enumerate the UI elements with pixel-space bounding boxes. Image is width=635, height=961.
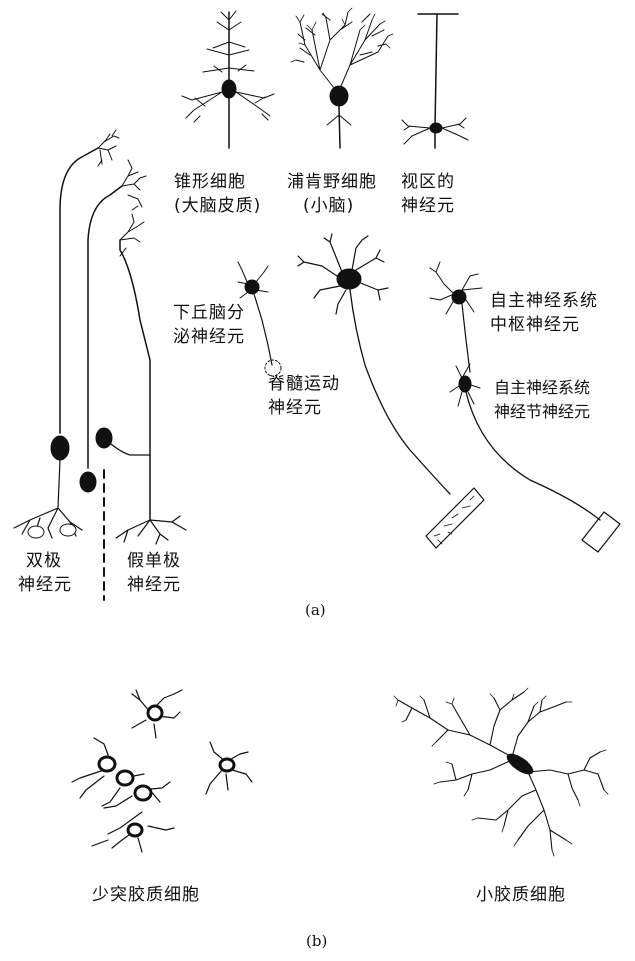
autonomic-central-neuron-drawing (430, 262, 482, 372)
visual-neuron-drawing (402, 14, 468, 148)
label-purkinje-cell: 浦肯野细胞 (小脑) (287, 170, 377, 218)
middle-long-neuron-drawing (80, 160, 146, 492)
label-line: 浦肯野细胞 (287, 170, 377, 194)
pyramidal-cell-drawing (182, 11, 274, 148)
label-autonomic-ganglion-neuron: 自主神经系统 神经节神经元 (494, 376, 590, 424)
label-line: 自主神经系统 (494, 376, 590, 400)
label-hypothalamic-neuron: 下丘脑分 泌神经元 (173, 301, 245, 349)
label-autonomic-central-neuron: 自主神经系统 中枢神经元 (490, 289, 598, 337)
label-pseudo-unipolar-neuron: 假单极 神经元 (127, 549, 181, 597)
oligodendrocyte-drawing (72, 690, 252, 852)
label-pyramidal-cell: 锥形细胞 (大脑皮质) (174, 170, 261, 218)
label-line: 下丘脑分 (173, 301, 245, 325)
label-line: 泌神经元 (173, 325, 245, 349)
label-line: 神经元 (18, 573, 72, 597)
label-line: 自主神经系统 (490, 289, 598, 313)
pseudo-unipolar-neuron-drawing (96, 206, 186, 544)
label-line: 双极 (18, 549, 72, 573)
label-line: 假单极 (127, 549, 181, 573)
label-bipolar-neuron: 双极 神经元 (18, 549, 72, 597)
label-line: 视区的 (401, 170, 455, 194)
microglia-drawing (394, 688, 608, 856)
label-line: 神经节神经元 (494, 400, 590, 424)
purkinje-cell-drawing (291, 8, 393, 148)
caption-a: (a) (305, 601, 326, 619)
label-line: 锥形细胞 (174, 170, 261, 194)
caption-b: (b) (306, 932, 327, 950)
label-line: 神经元 (401, 194, 455, 218)
label-visual-neuron: 视区的 神经元 (401, 170, 455, 218)
label-line: 中枢神经元 (490, 313, 598, 337)
label-line: 神经元 (268, 396, 340, 420)
label-line: 脊髓运动 (268, 372, 340, 396)
label-line: (小脑) (287, 194, 377, 218)
label-oligodendrocyte: 少突胶质细胞 (92, 883, 200, 907)
label-spinal-motor-neuron: 脊髓运动 神经元 (268, 372, 340, 420)
label-microglia: 小胶质细胞 (476, 883, 566, 907)
label-line: 神经元 (127, 573, 181, 597)
label-line: (大脑皮质) (174, 194, 261, 218)
